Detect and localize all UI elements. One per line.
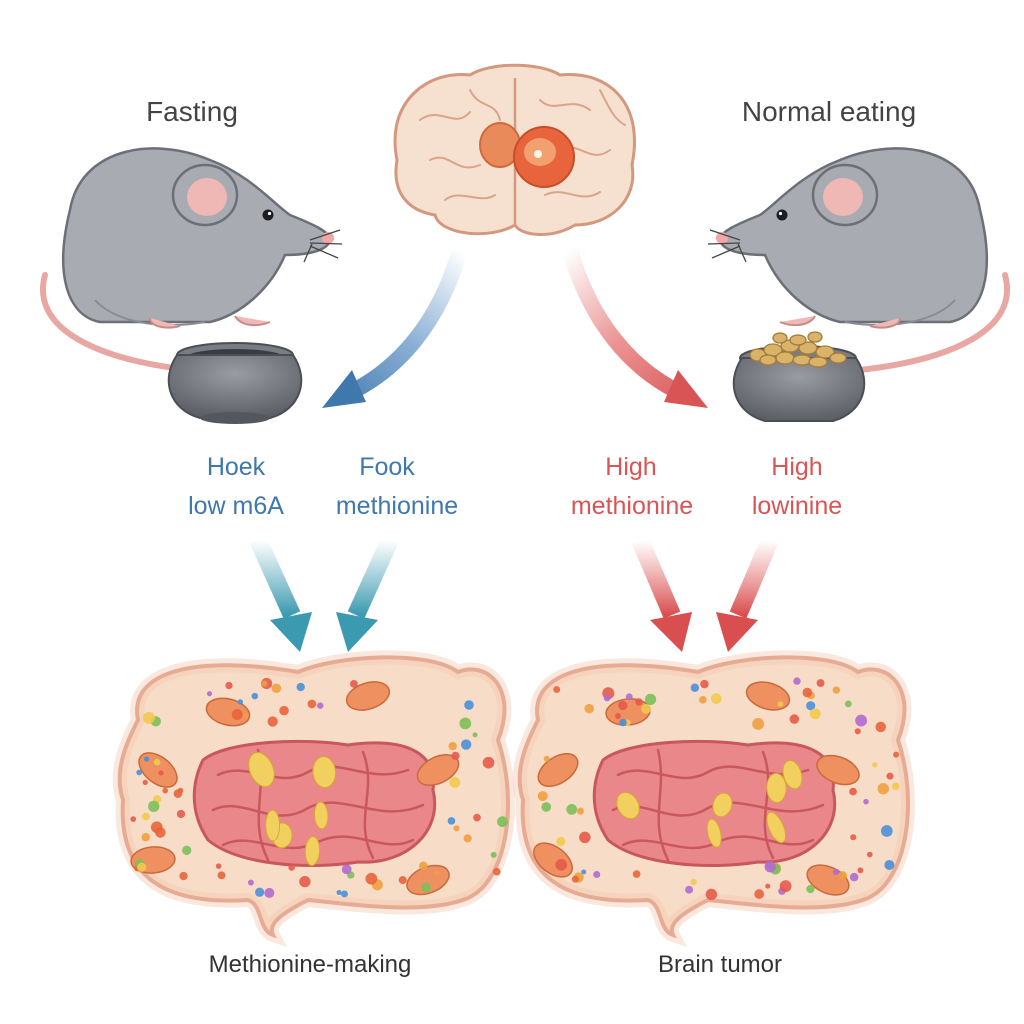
- intestine-icon-right: [512, 650, 915, 948]
- fasting-signal-a-line2: low m6A: [188, 492, 284, 520]
- normal-signal-b-line2: lowinine: [751, 492, 843, 520]
- normal-signal-a-line2: methionine: [570, 492, 694, 520]
- caption-brain-tumor: Brain tumor: [657, 951, 783, 978]
- brain-with-tumor-icon: [393, 63, 636, 236]
- fasting-signal-a-line1: Hoek: [206, 453, 266, 481]
- arrow-down-left-b: [336, 536, 399, 652]
- fasting-signal-b-line1: Fook: [359, 453, 415, 481]
- normal-signal-b-line1: High: [771, 453, 823, 481]
- normal-signal-a-line1: High: [605, 453, 657, 481]
- arrow-down-right-b: [716, 536, 779, 652]
- fasting-title: Fasting: [146, 96, 238, 127]
- intestine-icon-left: [112, 650, 515, 948]
- arrow-down-left-a: [249, 536, 312, 652]
- caption-methionine-making: Methionine-making: [208, 951, 412, 978]
- arrow-brain-to-normal: [562, 242, 708, 408]
- fasting-signal-b-line2: methionine: [335, 492, 459, 520]
- arrow-brain-to-fasting: [322, 242, 468, 408]
- food-bowl-icon-full: [732, 331, 866, 422]
- mouse-icon-left: [43, 148, 342, 370]
- normal-eating-title: Normal eating: [741, 96, 917, 127]
- mouse-icon-right: [708, 148, 1007, 370]
- arrow-down-right-a: [631, 536, 692, 652]
- food-bowl-icon-empty: [167, 342, 303, 424]
